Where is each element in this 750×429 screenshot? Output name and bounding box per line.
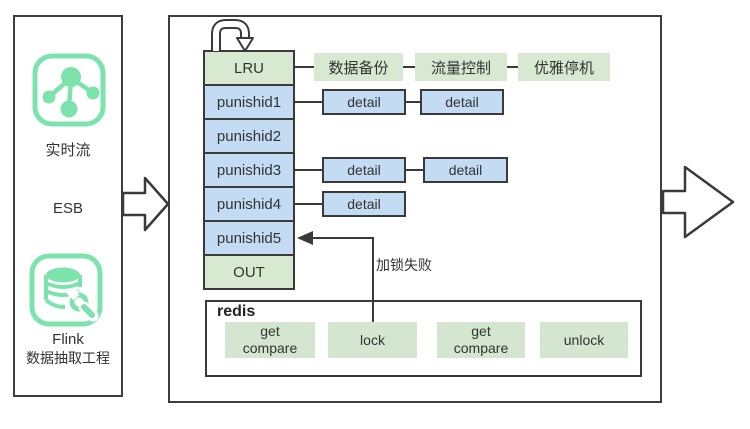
stream-label: 实时流	[45, 142, 91, 159]
redis-title: redis	[217, 303, 256, 320]
feature-tag-flow-control: 流量控制	[415, 53, 507, 81]
detail-box: detail	[322, 191, 406, 217]
queue-cell-label: punishid4	[216, 195, 282, 213]
network-hub-icon	[32, 53, 106, 127]
queue-cell-out: OUT	[203, 254, 295, 290]
op-line: compare	[453, 340, 509, 356]
queue-cell-label: punishid5	[216, 229, 282, 247]
esb-label: ESB	[52, 200, 83, 217]
queue-cell-punishid2: punishid2	[203, 118, 295, 154]
op-line: compare	[242, 340, 298, 356]
queue-cell-punishid4: punishid4	[203, 186, 295, 222]
flow-arrow-right	[661, 165, 735, 239]
queue-cell-label: punishid1	[216, 93, 282, 111]
queue-cell-label: LRU	[233, 59, 264, 77]
database-wrench-icon	[29, 253, 103, 327]
redis-op-lock: lock	[328, 322, 417, 358]
detail-box: detail	[322, 89, 406, 115]
flow-arrow-left	[121, 176, 170, 232]
redis-op-get-compare-1: get compare	[225, 322, 315, 358]
detail-box: detail	[322, 157, 406, 183]
redis-op-get-compare-2: get compare	[437, 322, 525, 358]
op-line: get	[260, 323, 280, 339]
redis-op-unlock: unlock	[540, 322, 628, 358]
lock-failed-label: 加锁失败	[376, 257, 432, 273]
detail-box: detail	[420, 89, 504, 115]
op-line: unlock	[563, 331, 605, 348]
op-line: get	[471, 323, 491, 339]
queue-cell-punishid3: punishid3	[203, 152, 295, 188]
detail-box: detail	[423, 157, 508, 183]
queue-cell-label: punishid2	[216, 127, 282, 145]
op-line: lock	[360, 331, 385, 348]
queue-cell-label: OUT	[233, 263, 265, 281]
flink-label: Flink	[52, 331, 84, 348]
queue-cell-label: punishid3	[216, 161, 282, 179]
feature-tag-graceful-shutdown: 优雅停机	[518, 53, 610, 81]
flink-sublabel: 数据抽取工程	[26, 350, 110, 366]
queue-cell-lru: LRU	[203, 50, 295, 86]
feature-tag-backup: 数据备份	[314, 53, 403, 81]
queue-cell-punishid1: punishid1	[203, 84, 295, 120]
queue-cell-punishid5: punishid5	[203, 220, 295, 256]
